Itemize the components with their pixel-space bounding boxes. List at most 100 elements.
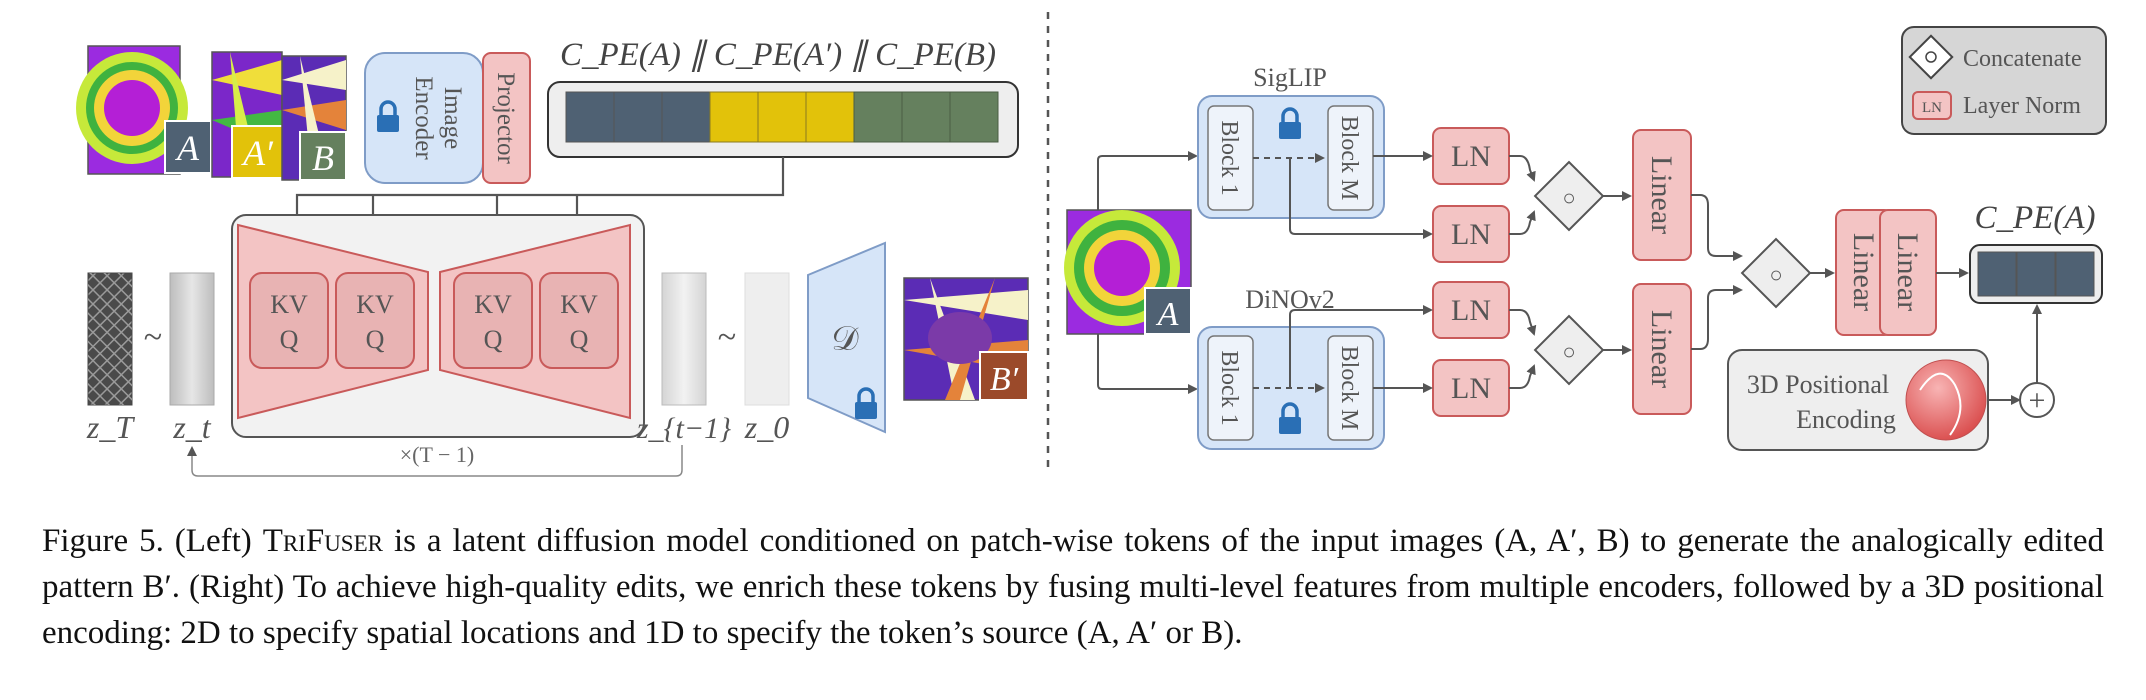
legend-concatenate: Concatenate	[1963, 46, 2082, 72]
latent-zT-overlay	[88, 273, 132, 405]
siglip-block-m	[1327, 105, 1374, 211]
token	[805, 91, 855, 143]
concat-node: ○	[1533, 314, 1605, 386]
right-panel: Concatenate LN Layer Norm A SigLIP Block…	[1064, 26, 2107, 451]
ln-box: LN	[1432, 127, 1510, 185]
ln-label: LN	[1451, 218, 1491, 251]
token	[709, 91, 759, 143]
output-title: C_PE(A)	[1975, 200, 2096, 236]
attention-block: KV Q	[249, 272, 329, 369]
right-input-image-A: A	[1064, 209, 1192, 335]
legend-layer-norm: Layer Norm	[1963, 93, 2081, 119]
caption-model-name: TriFuser	[262, 523, 383, 559]
ln-box: LN	[1432, 281, 1510, 339]
output-image-B-prime: B′	[903, 277, 1029, 401]
linear-label: Linear	[1847, 233, 1880, 311]
linear-box: Linear	[1632, 283, 1692, 415]
latent-zt	[169, 272, 215, 406]
concat-symbol: ○	[1562, 185, 1575, 210]
right-label-A: A	[1156, 296, 1179, 333]
block-m-label: Block M	[1336, 346, 1362, 431]
q-label: Q	[366, 325, 385, 354]
output-token	[1977, 251, 2017, 297]
token	[949, 91, 999, 143]
attention-block: KV Q	[539, 272, 619, 369]
concatenate-icon	[1908, 34, 1954, 80]
concat-symbol: ○	[1562, 339, 1575, 364]
projector-box	[482, 52, 531, 184]
ln-box: LN	[1432, 205, 1510, 263]
input-image-A: A	[76, 45, 212, 175]
label-A: A	[175, 128, 200, 168]
token	[853, 91, 903, 143]
input-image-A-prime: A′	[211, 51, 285, 179]
sphere-curve	[1919, 372, 1962, 436]
kv-label: KV	[474, 290, 512, 319]
q-label: Q	[484, 325, 503, 354]
ln-label: LN	[1451, 372, 1491, 405]
tilde-2: ~	[718, 319, 736, 356]
linear-label: Linear	[1891, 233, 1924, 311]
concat-arrows	[1509, 155, 1632, 389]
caption-body: is a latent diffusion model conditioned …	[42, 523, 2104, 651]
siglip-label: SigLIP	[1253, 63, 1327, 92]
architecture-diagram: A A′ B Image Encoder Projector C_PE(A) ∥…	[76, 12, 2107, 477]
final-concat-arrows	[1691, 194, 1835, 350]
q-label: Q	[280, 325, 299, 354]
block-1-label: Block 1	[1216, 350, 1242, 425]
latent-zt-minus-1	[661, 272, 707, 406]
ln-box: LN	[1432, 359, 1510, 417]
q-label: Q	[570, 325, 589, 354]
layer-norm-badge	[1912, 91, 1952, 120]
kv-label: KV	[356, 290, 394, 319]
legend-ln-badge: LN	[1922, 100, 1942, 116]
token	[901, 91, 951, 143]
label-zt: z_t	[172, 409, 211, 445]
input-image-B: B	[281, 55, 347, 181]
decoder-label: 𝒟	[831, 321, 859, 358]
token	[565, 91, 615, 143]
label-A-prime: A′	[241, 133, 274, 173]
figure-caption: Figure 5. (Left) TriFuser is a latent di…	[42, 518, 2104, 656]
linear-box: Linear	[1632, 129, 1692, 261]
legend-box	[1901, 26, 2107, 135]
label-B: B	[312, 138, 334, 178]
image-encoder-label-1: Image	[439, 87, 466, 149]
ln-arrows	[1289, 151, 1433, 393]
block-1-label: Block 1	[1216, 120, 1242, 195]
token	[613, 91, 663, 143]
concatenate-icon-dot	[1925, 51, 1937, 63]
projector-label: Projector	[492, 72, 519, 164]
concat-node: ○	[1740, 237, 1812, 309]
latent-z0	[744, 272, 790, 406]
branch-arrows	[1097, 151, 1198, 394]
loop-label: ×(T − 1)	[400, 442, 475, 467]
output-token	[2016, 251, 2056, 297]
image-encoder-label-2: Encoder	[410, 76, 437, 160]
caption-prefix: Figure 5. (Left)	[42, 523, 263, 559]
positional-label-2: Encoding	[1796, 405, 1896, 434]
label-B-prime: B′	[990, 361, 1019, 398]
ln-label: LN	[1451, 140, 1491, 173]
left-panel: A A′ B Image Encoder Projector C_PE(A) ∥…	[76, 37, 1029, 477]
linear-label: Linear	[1645, 310, 1678, 388]
positional-label-1: 3D Positional	[1747, 370, 1889, 399]
linear-box: Linear	[1879, 209, 1937, 336]
plus-symbol: +	[2029, 384, 2046, 417]
output-token	[2055, 251, 2095, 297]
token-strip	[565, 91, 999, 143]
tilde-1: ~	[144, 319, 162, 356]
block-m-label: Block M	[1336, 116, 1362, 201]
token	[757, 91, 807, 143]
sphere-icon	[1905, 359, 1987, 441]
concat-symbol: ○	[1769, 262, 1782, 287]
linear-label: Linear	[1645, 156, 1678, 234]
label-z0: z_0	[744, 409, 789, 445]
concat-node: ○	[1533, 160, 1605, 232]
kv-label: KV	[270, 290, 308, 319]
label-zT: z_T	[86, 409, 135, 445]
attention-block: KV Q	[453, 272, 533, 369]
attention-block: KV Q	[335, 272, 415, 369]
token	[661, 91, 711, 143]
kv-label: KV	[560, 290, 598, 319]
